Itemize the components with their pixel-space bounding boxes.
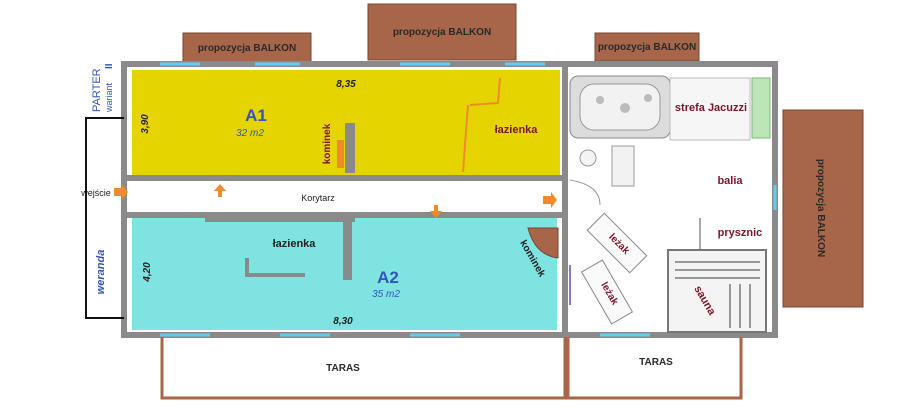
terrace-left-outline <box>160 337 567 400</box>
a1-area: 32 m2 <box>236 128 264 139</box>
balcony-top-center-label: propozycja BALKON <box>393 27 491 38</box>
a1-fireplace-mark <box>337 140 344 168</box>
variant-number: II <box>104 63 115 69</box>
a1-bathroom-wall <box>469 77 501 106</box>
jacuzzi-jet <box>596 96 604 104</box>
terrace-left-label: TARAS <box>326 363 360 374</box>
a1-chimney <box>345 123 355 173</box>
a2-door-arrow-icon <box>430 205 442 218</box>
a1-door-arrow-icon <box>214 184 226 197</box>
a2-width-dim: 8,30 <box>333 316 353 327</box>
balcony-top-center <box>367 3 517 61</box>
jacuzzi-label: strefa Jacuzzi <box>675 102 747 114</box>
balcony-right-side <box>782 109 864 308</box>
jacuzzi-zone <box>669 77 751 141</box>
a1-fireplace-label: kominek <box>322 123 333 164</box>
a2-height-dim: 4,20 <box>142 262 153 283</box>
spa-door-arrow-icon <box>543 192 557 208</box>
a2-bathroom-wall-v <box>343 218 352 280</box>
a2-partition-2 <box>245 273 305 277</box>
a2-partition <box>245 258 249 276</box>
balcony-top-left-label: propozycja BALKON <box>198 43 296 54</box>
a2-bathroom-wall-h <box>205 218 355 222</box>
jacuzzi-jet <box>620 103 630 113</box>
corridor-label: Korytarz <box>301 193 335 203</box>
shower-label: prysznic <box>718 227 763 239</box>
a1-name: A1 <box>245 106 267 125</box>
veranda-outline <box>85 117 124 319</box>
a2-name: A2 <box>377 268 399 287</box>
entrance-label: wejście <box>80 188 111 198</box>
variant-label: wariant <box>104 82 114 113</box>
spa-door-swing <box>569 179 601 206</box>
spa-plant <box>751 77 771 139</box>
a1-height-dim: 3,90 <box>140 114 151 134</box>
floor-label: PARTER <box>91 68 103 112</box>
balia-label: balia <box>717 175 743 187</box>
a2-fireplace-corner <box>527 227 559 259</box>
toilet-icon <box>579 149 597 167</box>
lounger-1 <box>586 212 648 274</box>
a1-bathroom-wall-2 <box>462 104 469 173</box>
lounger-2 <box>580 259 634 325</box>
a2-bathroom-label: łazienka <box>273 238 317 250</box>
veranda-label: weranda <box>95 250 107 295</box>
balcony-top-right-label: propozycja BALKON <box>598 42 696 53</box>
jacuzzi-tub-inner <box>579 83 661 131</box>
shower-cabin-small <box>611 145 635 187</box>
jacuzzi-jet <box>644 94 652 102</box>
entrance-arrow-icon <box>114 184 128 200</box>
balcony-right-side-label: propozycja BALKON <box>815 159 826 257</box>
balcony-top-left <box>182 32 312 63</box>
a1-bathroom-label: łazienka <box>495 124 539 136</box>
a2-area: 35 m2 <box>372 289 400 300</box>
terrace-right-label: TARAS <box>639 357 673 368</box>
terrace-right-outline <box>566 337 743 400</box>
a1-width-dim: 8,35 <box>336 79 356 90</box>
